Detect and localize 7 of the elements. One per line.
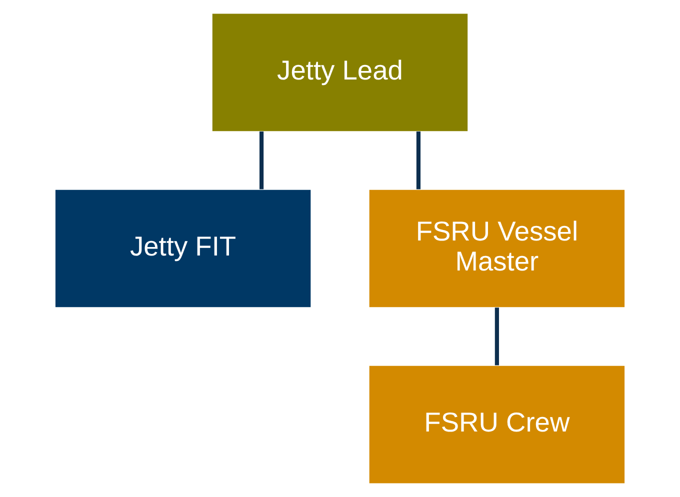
connector [259, 132, 264, 190]
node-box: FSRU Crew [369, 366, 625, 484]
node-box: Jetty Lead [212, 14, 468, 132]
node-box: FSRU Vessel Master [369, 190, 625, 308]
connector [416, 132, 421, 190]
node-box: Jetty FIT [55, 190, 311, 308]
connector [494, 308, 499, 366]
